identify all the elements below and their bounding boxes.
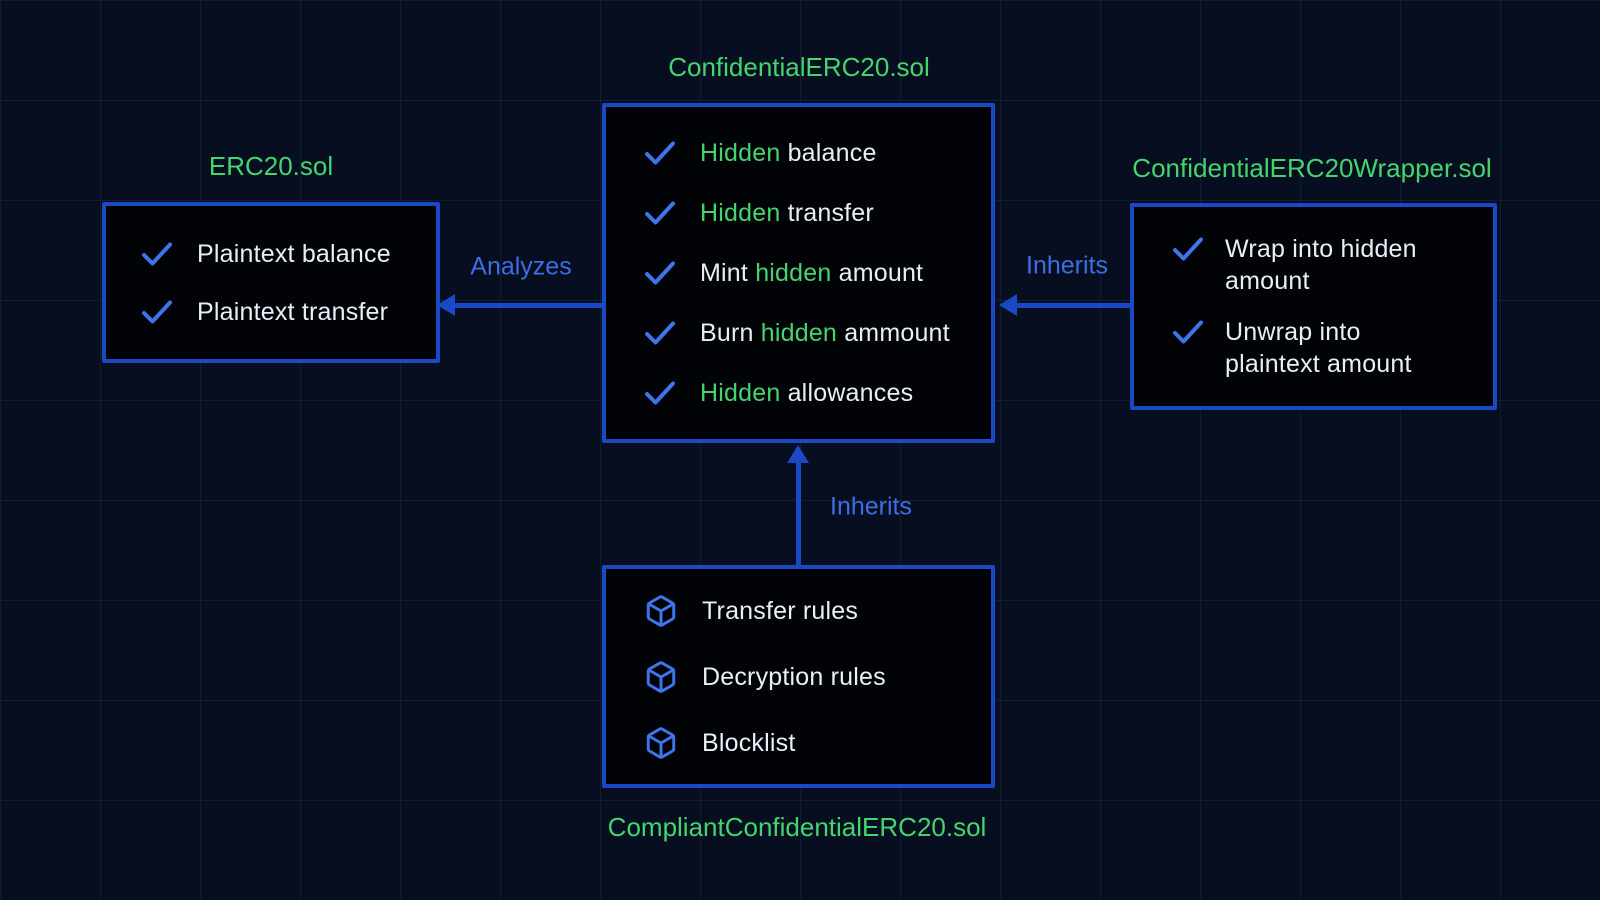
node-item: Mint hidden amount xyxy=(644,257,991,289)
arrowhead-left-icon xyxy=(999,294,1017,316)
node-item-label: Hidden transfer xyxy=(700,197,874,229)
edge-label-analyzes: Analyzes xyxy=(470,252,572,281)
arrow-line xyxy=(1015,303,1130,308)
cube-icon xyxy=(646,594,676,627)
node-item: Hidden allowances xyxy=(644,377,991,409)
item-text-segment: amount xyxy=(831,259,924,287)
item-text-segment: Wrap into hidden amount xyxy=(1225,235,1417,295)
node-title-confidential-erc20-wrapper: ConfidentialERC20Wrapper.sol xyxy=(1132,153,1492,183)
check-icon xyxy=(142,242,172,265)
cube-icon xyxy=(646,726,676,759)
item-text-segment: allowances xyxy=(780,379,914,407)
item-text-segment: Plaintext transfer xyxy=(197,297,389,326)
node-item-label: Hidden allowances xyxy=(700,377,913,409)
edge-label-inherits-compliant: Inherits xyxy=(830,492,912,521)
node-item-label: Plaintext transfer xyxy=(197,296,388,328)
arrow-line xyxy=(796,461,801,565)
check-icon xyxy=(142,300,172,323)
item-text-segment: Plaintext balance xyxy=(197,239,391,268)
node-confidential-erc20-wrapper: Wrap into hidden amount Unwrap into plai… xyxy=(1130,203,1497,410)
item-text-segment: Hidden xyxy=(700,379,781,407)
node-item-label: Transfer rules xyxy=(702,595,858,627)
node-item: Hidden balance xyxy=(644,137,991,169)
item-text-segment: Blocklist xyxy=(702,728,796,757)
node-title-compliant-confidential-erc20: CompliantConfidentialERC20.sol xyxy=(607,812,987,842)
node-item: Plaintext transfer xyxy=(141,296,436,328)
node-item-label: Mint hidden amount xyxy=(700,257,923,289)
node-item: Plaintext balance xyxy=(141,238,436,270)
item-text-segment: Transfer rules xyxy=(702,596,859,625)
node-item-label: Wrap into hidden amount xyxy=(1225,233,1457,297)
item-text-segment: Decryption rules xyxy=(702,662,886,691)
node-item-label: Blocklist xyxy=(702,727,796,759)
node-title-erc20: ERC20.sol xyxy=(208,151,334,181)
node-item-label: Decryption rules xyxy=(702,661,886,693)
item-text-segment: Hidden xyxy=(700,139,781,167)
node-item: Burn hidden ammount xyxy=(644,317,991,349)
item-text-segment: hidden xyxy=(760,319,838,347)
node-item: Blocklist xyxy=(644,725,991,761)
node-item: Hidden transfer xyxy=(644,197,991,229)
edge-label-inherits-wrapper: Inherits xyxy=(1026,251,1108,280)
node-item-label: Unwrap into plaintext amount xyxy=(1225,316,1457,380)
node-compliant-confidential-erc20: Transfer rules Decryption rules Blocklis… xyxy=(602,565,995,788)
node-item: Wrap into hidden amount xyxy=(1172,233,1493,297)
arrowhead-left-icon xyxy=(437,294,455,316)
item-text-segment: ammount xyxy=(837,319,950,347)
node-item-label: Plaintext balance xyxy=(197,238,391,270)
item-text-segment: transfer xyxy=(780,199,874,227)
item-text-segment: Unwrap into plaintext amount xyxy=(1225,318,1412,378)
node-item: Unwrap into plaintext amount xyxy=(1172,316,1493,380)
node-item-label: Burn hidden ammount xyxy=(700,317,950,349)
node-erc20: Plaintext balance Plaintext transfer xyxy=(102,202,440,363)
node-item-label: Hidden balance xyxy=(700,137,877,169)
arrow-line xyxy=(453,303,602,308)
arrowhead-up-icon xyxy=(787,445,809,463)
item-text-segment: Mint xyxy=(700,259,756,287)
check-icon xyxy=(645,261,675,285)
cube-icon xyxy=(646,660,676,693)
node-confidential-erc20: Hidden balance Hidden transfer Mint hidd… xyxy=(602,103,995,443)
check-icon xyxy=(645,321,675,345)
check-icon xyxy=(645,381,675,405)
item-text-segment: Hidden xyxy=(700,199,781,227)
node-item: Decryption rules xyxy=(644,659,991,695)
check-icon xyxy=(645,141,675,165)
check-icon xyxy=(1173,320,1203,344)
check-icon xyxy=(645,201,675,225)
item-text-segment: hidden xyxy=(755,259,832,287)
check-icon xyxy=(1173,237,1203,261)
item-text-segment: Burn xyxy=(700,319,761,347)
node-title-confidential-erc20: ConfidentialERC20.sol xyxy=(668,52,930,82)
node-item: Transfer rules xyxy=(644,593,991,629)
item-text-segment: balance xyxy=(780,139,877,167)
